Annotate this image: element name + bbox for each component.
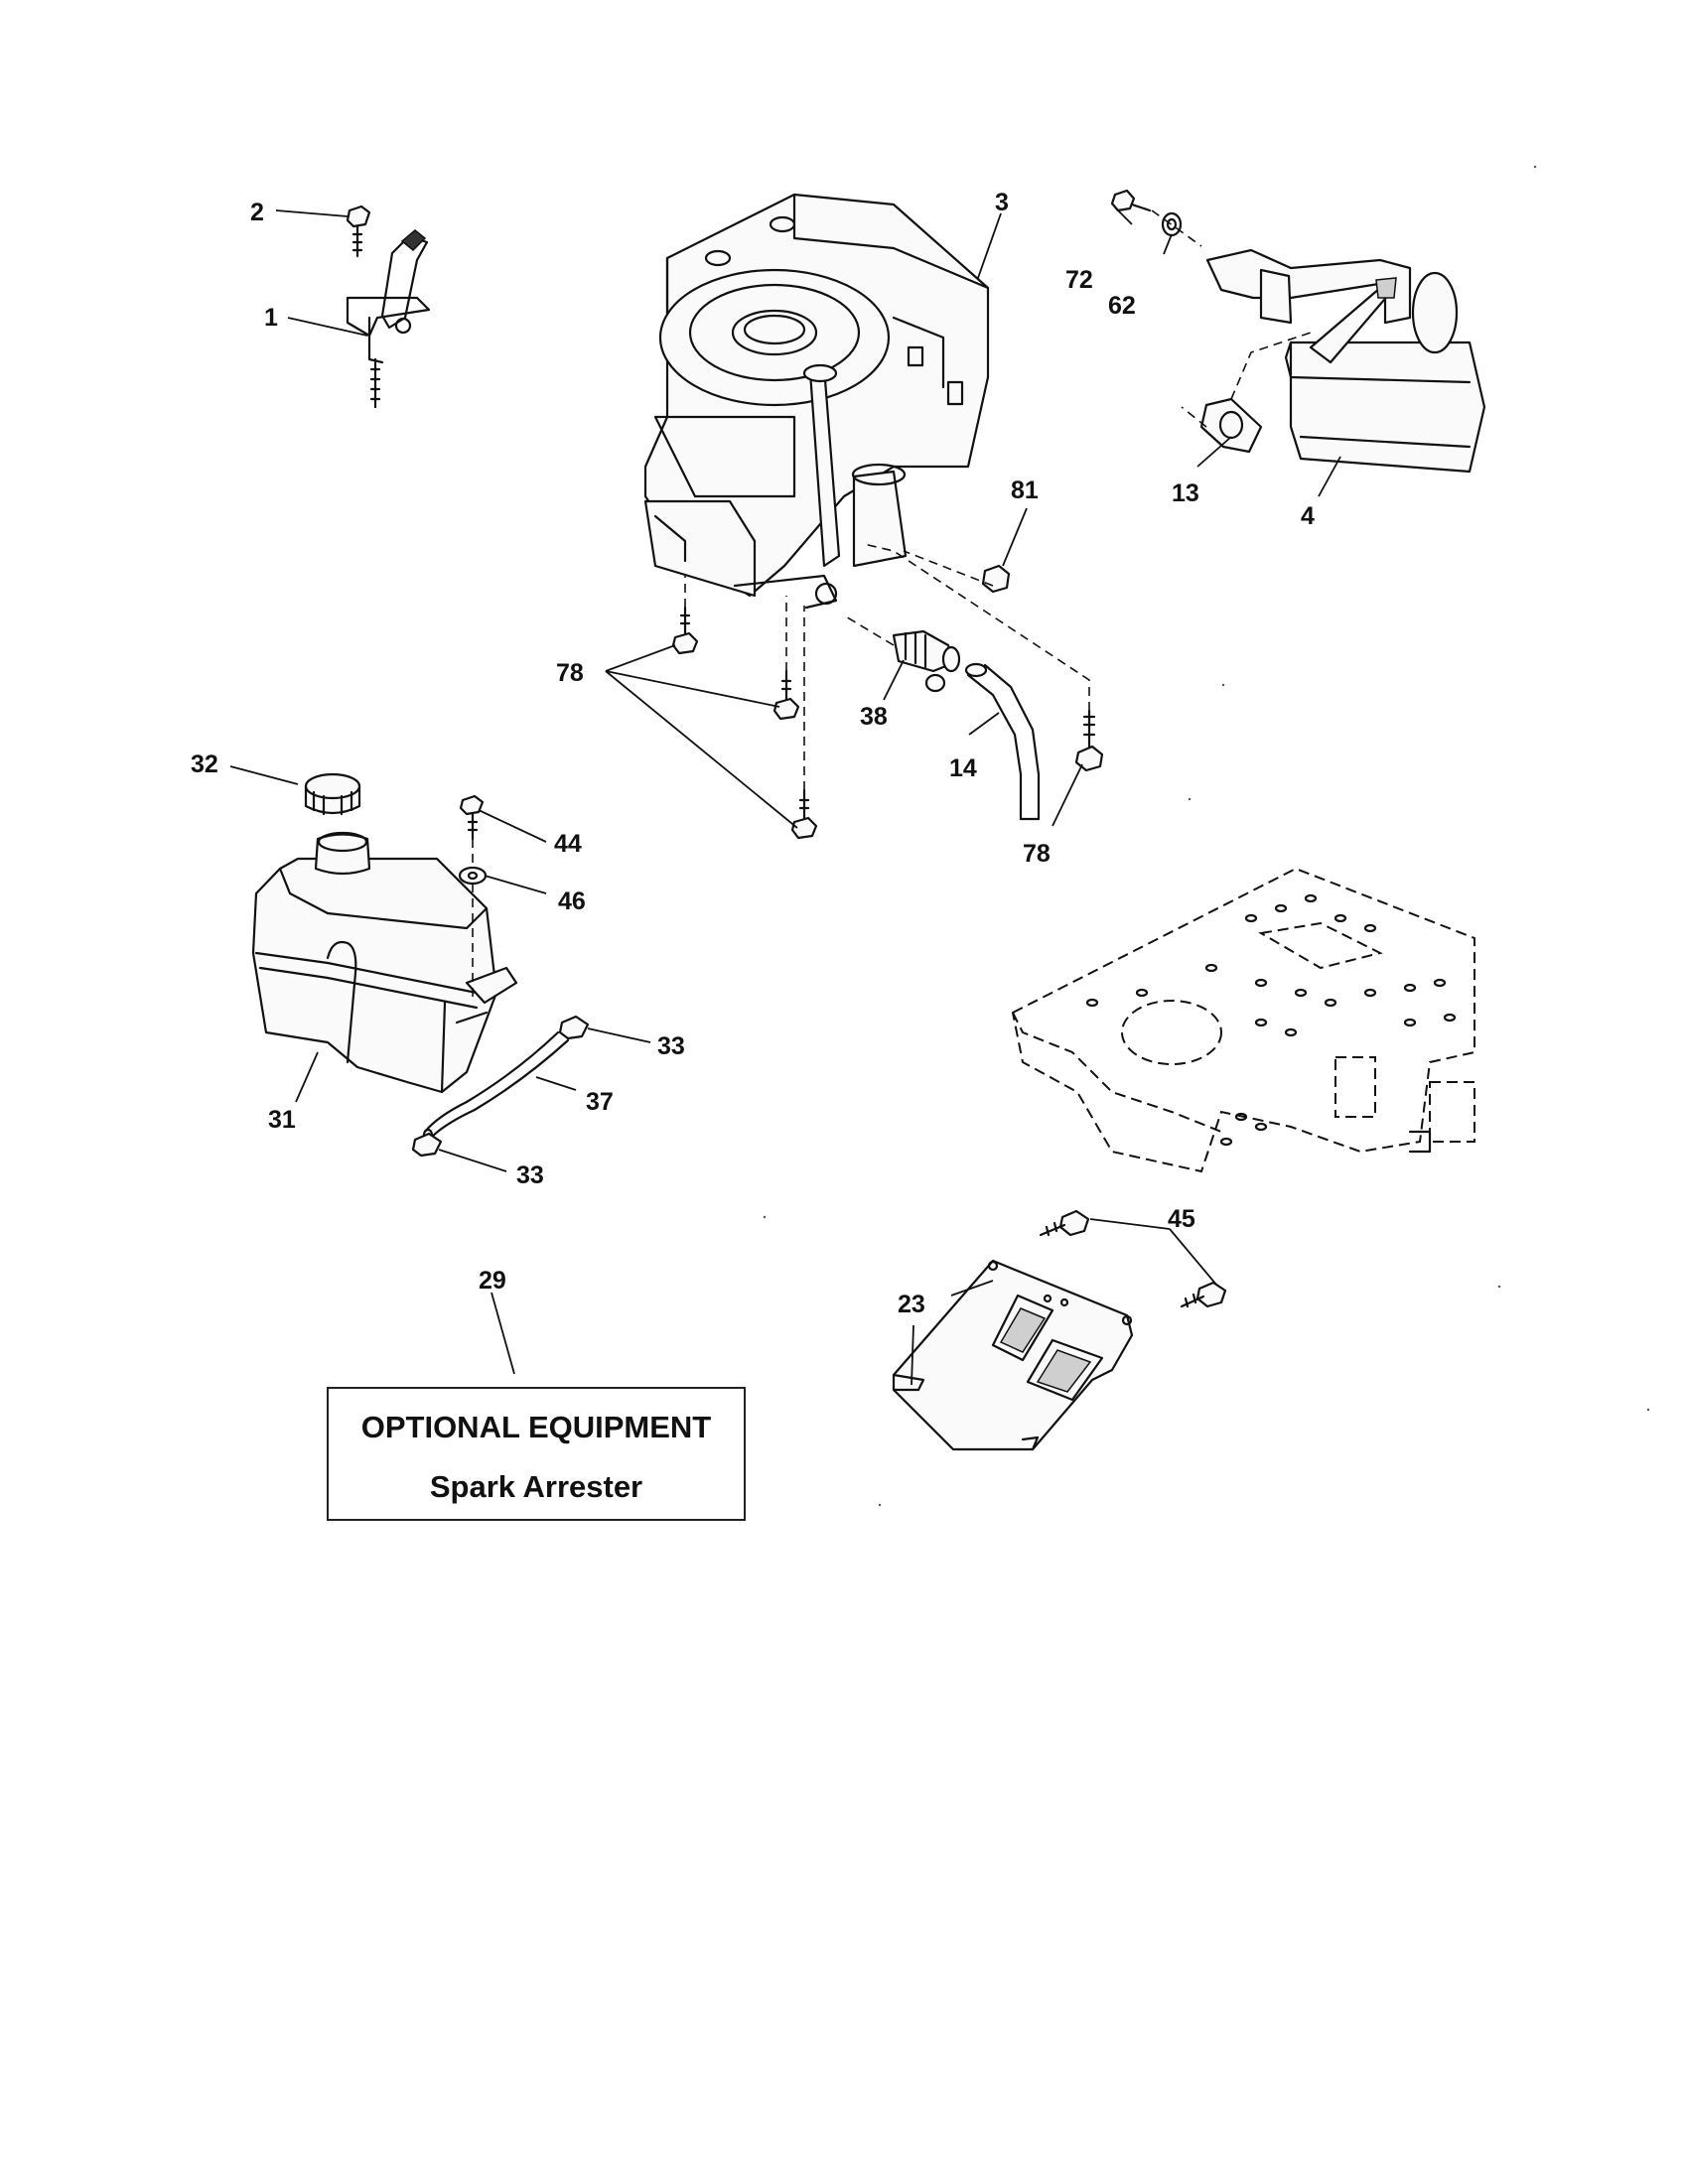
fuel-pump	[892, 629, 961, 693]
tank-screw	[459, 794, 485, 841]
heat-shield	[892, 1259, 1134, 1451]
callout-44: 44	[554, 830, 582, 858]
frame-reference	[1011, 867, 1475, 1173]
spark-arrester-label: Spark Arrester	[430, 1469, 642, 1504]
callout-78-left: 78	[556, 659, 584, 687]
callout-62: 62	[1108, 292, 1136, 320]
callout-72: 72	[1065, 266, 1093, 294]
optional-equipment-box: OPTIONAL EQUIPMENT Spark Arrester	[327, 1387, 746, 1521]
heat-shield-screw-b	[1180, 1281, 1227, 1308]
muffler	[1205, 248, 1486, 474]
callout-1: 1	[264, 304, 278, 332]
callout-33-upper: 33	[657, 1032, 685, 1060]
bolt-78-a	[671, 606, 699, 655]
heat-shield-screw-a	[1039, 1209, 1090, 1237]
throttle-screw	[346, 205, 371, 258]
callout-13: 13	[1172, 479, 1199, 507]
callout-31: 31	[268, 1106, 296, 1134]
callout-45: 45	[1168, 1205, 1195, 1233]
callout-2: 2	[250, 199, 264, 226]
bolt-78-c	[790, 788, 818, 840]
callout-23: 23	[898, 1291, 925, 1318]
optional-equipment-heading: OPTIONAL EQUIPMENT	[361, 1410, 712, 1444]
callout-81: 81	[1011, 477, 1039, 504]
exhaust-bolt	[1110, 189, 1152, 212]
leader-lines	[229, 207, 1341, 1386]
tank-washer	[458, 866, 488, 886]
callout-38: 38	[860, 703, 888, 731]
callout-33-lower: 33	[516, 1161, 544, 1189]
callout-3: 3	[995, 189, 1009, 216]
callout-14: 14	[949, 754, 977, 782]
callout-32: 32	[191, 751, 218, 778]
callout-78-right: 78	[1023, 840, 1051, 868]
hose-clamp-upper	[558, 1015, 590, 1040]
callout-numbers: 2 1 3 72 62 13 4 81 78 38 14 78 32 44 46…	[191, 189, 1315, 1318]
exhaust-gasket	[1199, 397, 1263, 454]
callout-4: 4	[1301, 502, 1315, 530]
callout-46: 46	[558, 887, 586, 915]
engine	[643, 193, 990, 610]
assembly-lines	[472, 209, 1312, 1003]
fuel-tank	[251, 831, 518, 1094]
callout-29: 29	[479, 1267, 506, 1295]
bolt-78-d	[1074, 709, 1104, 772]
fuel-cap	[304, 772, 361, 816]
hex-nut-81	[981, 564, 1011, 594]
fuel-line	[964, 662, 1041, 821]
hose-clamp-lower	[411, 1132, 443, 1158]
lock-washer	[1161, 211, 1183, 237]
scan-specks	[763, 165, 1650, 1507]
bolt-78-b	[772, 669, 800, 721]
callout-37: 37	[586, 1088, 614, 1116]
throttle-bracket	[346, 229, 431, 409]
